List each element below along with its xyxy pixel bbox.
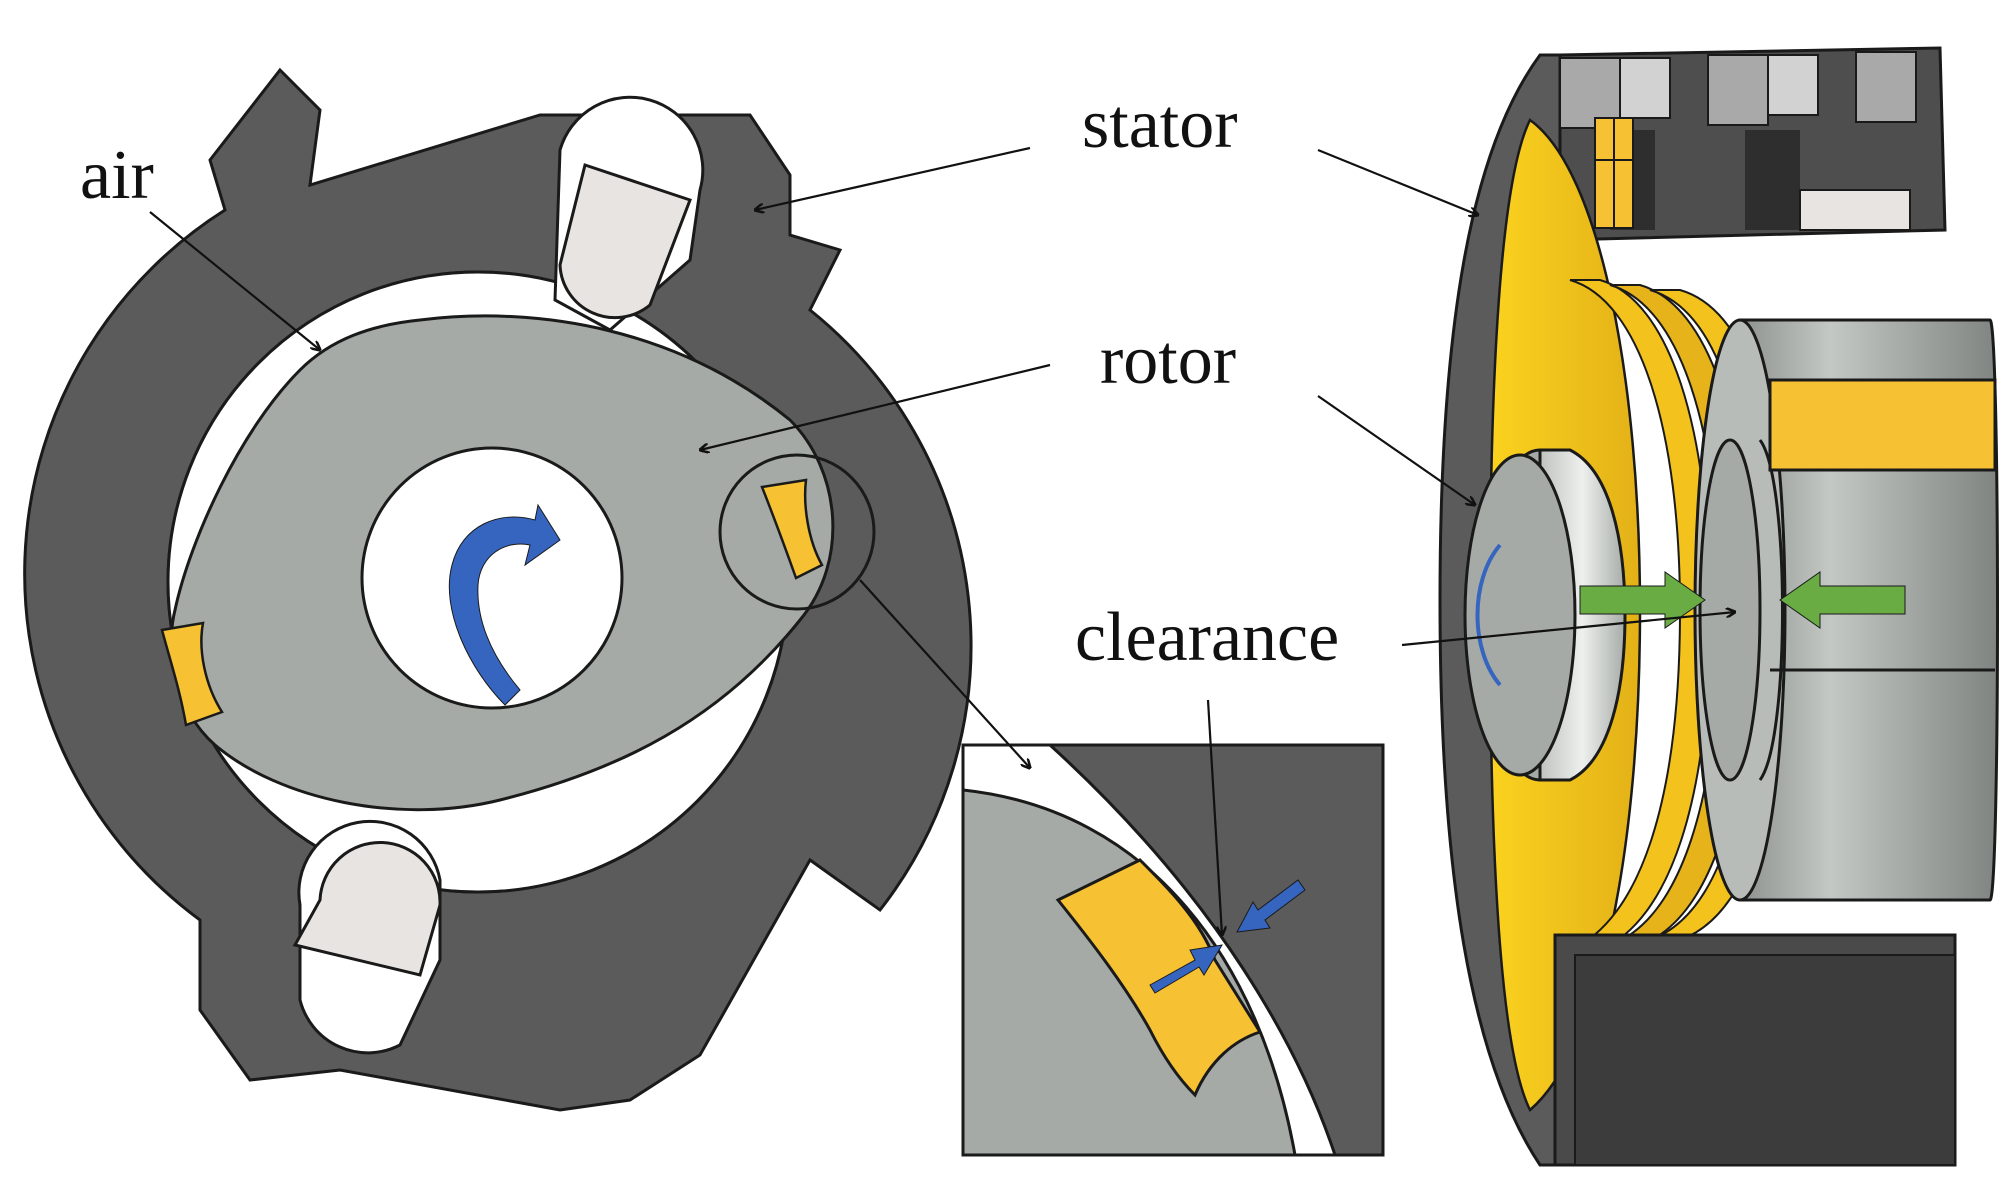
label-rotor: rotor [1100,322,1236,399]
rotor-bore [360,446,624,710]
blue-arrow-zoom-outer-icon [1236,879,1306,933]
coil-piece-right [760,478,824,580]
green-arrow-left-icon [1779,571,1906,629]
leader-stator-left [755,146,1031,210]
stator-teeth-top [1558,46,1947,242]
zoom-indicator-circle [718,453,876,611]
coil-piece-left [160,621,224,727]
coil-piece-zoom [1055,858,1263,1098]
leader-rotor-left [700,363,1051,450]
rotation-arrow-3d-icon [1475,543,1502,687]
leader-clearance-down [1206,699,1222,935]
cross-section-view [23,67,973,1112]
green-arrow-right-icon [1579,571,1706,629]
label-stator: stator [1082,86,1238,163]
roller-top [553,95,705,332]
leader-stator-right [1317,148,1478,215]
rotor-coil-strip-3d [1768,378,1997,472]
rotation-arrow-icon [448,503,561,706]
label-air: air [80,137,154,214]
roller-bottom [292,819,442,1055]
three-d-view [1438,46,1999,1167]
leader-clearance-right [1401,612,1735,647]
leader-zoom [859,579,1030,768]
hub-3d [1463,448,1627,782]
leader-air [149,211,320,350]
blue-arrow-zoom-inner-icon [1149,944,1223,994]
leader-rotor-right [1317,395,1475,505]
zoom-inset [961,743,1385,1157]
leader-lines [149,146,1735,935]
label-clearance: clearance [1075,599,1339,676]
stator-block-bottom [1553,933,1957,1167]
